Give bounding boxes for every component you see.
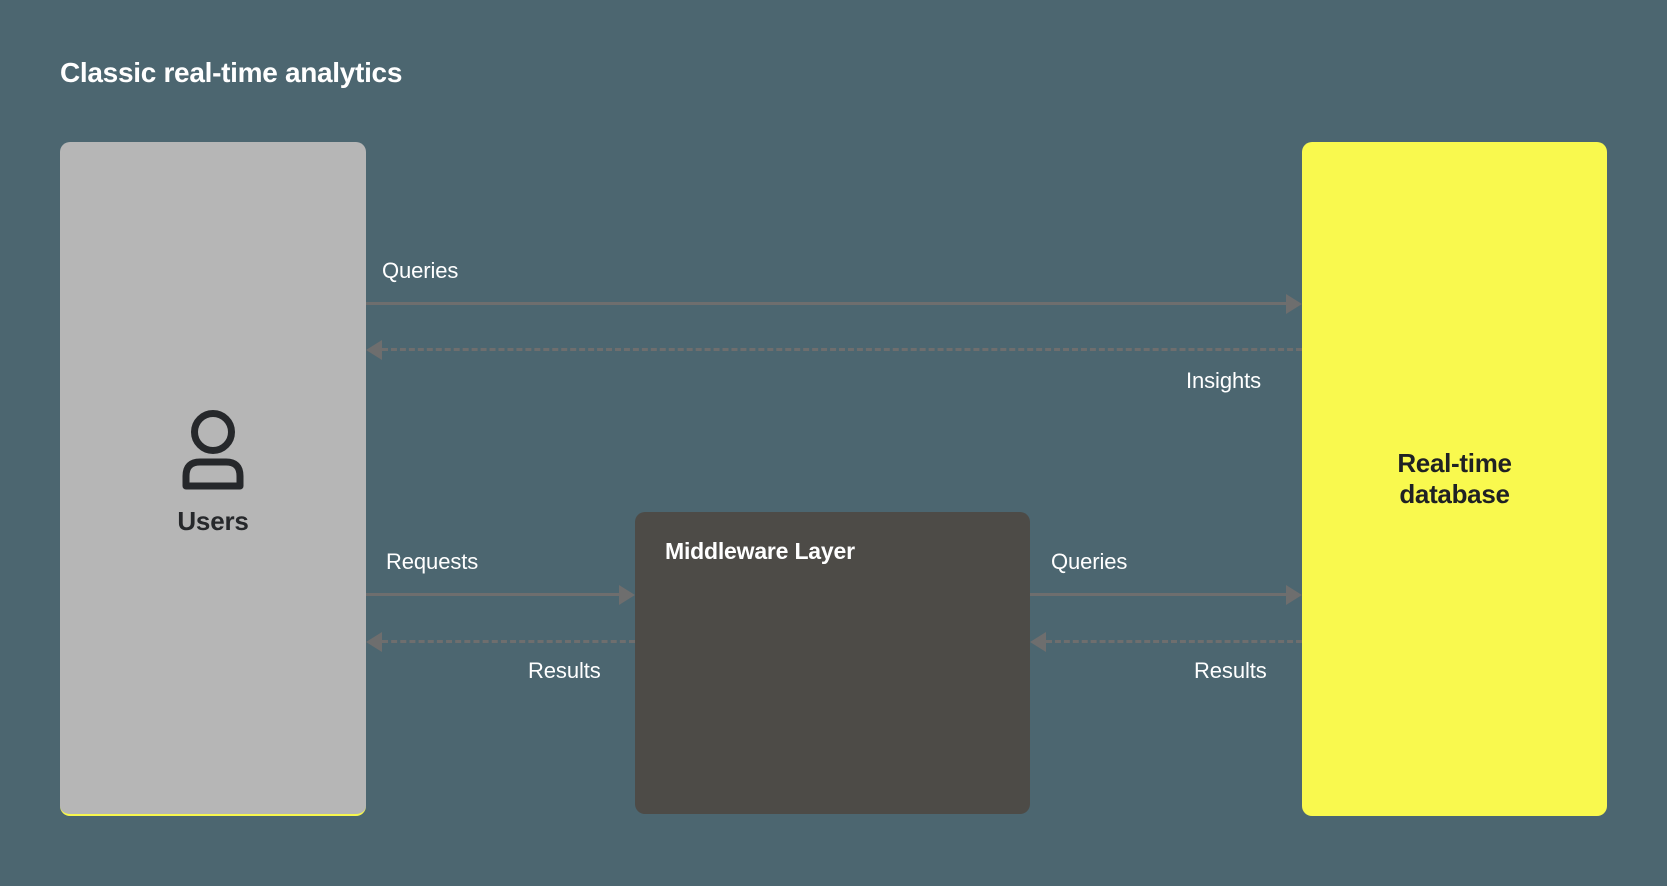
node-database[interactable]: Real-time database: [1302, 142, 1607, 816]
node-database-label-line2: database: [1399, 479, 1510, 509]
user-icon: [182, 409, 244, 489]
edge-db-to-users-insights-arrowhead: [366, 340, 382, 360]
edge-middleware-to-db-queries-arrowhead: [1286, 585, 1302, 605]
edge-users-to-middleware-requests-line: [366, 593, 619, 596]
users-node-content: Users: [174, 408, 252, 537]
edge-users-to-db-queries-line: [366, 302, 1286, 305]
edge-middleware-to-users-results-arrowhead: [366, 632, 382, 652]
edge-users-to-middleware-requests-arrowhead: [619, 585, 635, 605]
edge-middleware-to-users-results-line: [382, 640, 635, 643]
edge-label-middleware-to-users-results: Results: [528, 658, 601, 683]
node-middleware-label: Middleware Layer: [665, 538, 855, 564]
node-middleware[interactable]: Middleware Layer: [635, 512, 1030, 814]
page-title: Classic real-time analytics: [60, 57, 403, 88]
node-database-label: Real-time database: [1397, 448, 1512, 509]
edge-middleware-to-db-queries-line: [1030, 593, 1286, 596]
node-users-label: Users: [177, 505, 249, 536]
edge-label-users-to-db-queries: Queries: [382, 258, 459, 283]
edge-label-db-to-users-insights: Insights: [1186, 368, 1262, 393]
edge-db-to-users-insights-line: [382, 348, 1302, 351]
edge-label-middleware-to-db-queries: Queries: [1051, 549, 1128, 574]
edge-label-users-to-middleware-requests: Requests: [386, 549, 479, 574]
node-database-label-line1: Real-time: [1397, 448, 1512, 479]
edge-db-to-middleware-results-line: [1046, 640, 1302, 643]
node-users[interactable]: Users: [60, 142, 366, 816]
edge-users-to-db-queries-arrowhead: [1286, 294, 1302, 314]
edge-label-db-to-middleware-results: Results: [1194, 658, 1267, 683]
edge-db-to-middleware-results-arrowhead: [1030, 632, 1046, 652]
